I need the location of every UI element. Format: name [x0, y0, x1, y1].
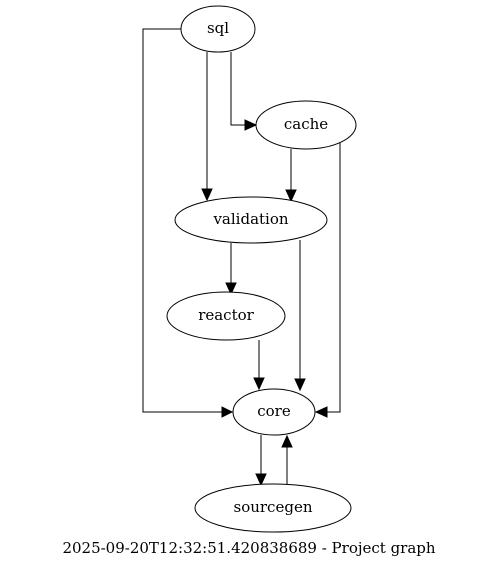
node-label-core: core: [257, 402, 291, 420]
node-sourcegen[interactable]: sourcegen: [194, 483, 352, 533]
node-label-reactor: reactor: [198, 306, 254, 324]
edge-core-sourcegen: [255, 435, 267, 487]
edge-cache-validation: [285, 149, 297, 203]
node-core[interactable]: core: [232, 388, 316, 436]
node-validation[interactable]: validation: [174, 196, 328, 244]
edge-validation-reactor: [225, 243, 237, 296]
graph-caption: 2025-09-20T12:32:51.420838689 - Project …: [62, 539, 435, 557]
edges: [142, 28, 341, 487]
node-cache[interactable]: cache: [255, 100, 357, 150]
edge-sql-cache: [230, 52, 258, 131]
edge-sql-validation: [201, 52, 213, 202]
node-reactor[interactable]: reactor: [166, 291, 286, 341]
node-label-sourcegen: sourcegen: [234, 498, 313, 516]
edge-validation-core: [294, 240, 306, 392]
node-label-sql: sql: [207, 19, 229, 37]
edge-sourcegen-core: [281, 434, 293, 486]
node-label-validation: validation: [212, 210, 288, 228]
node-sql[interactable]: sql: [180, 5, 256, 53]
edge-cache-core: [314, 143, 341, 418]
edge-reactor-core: [253, 340, 265, 391]
node-label-cache: cache: [284, 115, 328, 133]
edge-sql-core: [142, 28, 234, 418]
